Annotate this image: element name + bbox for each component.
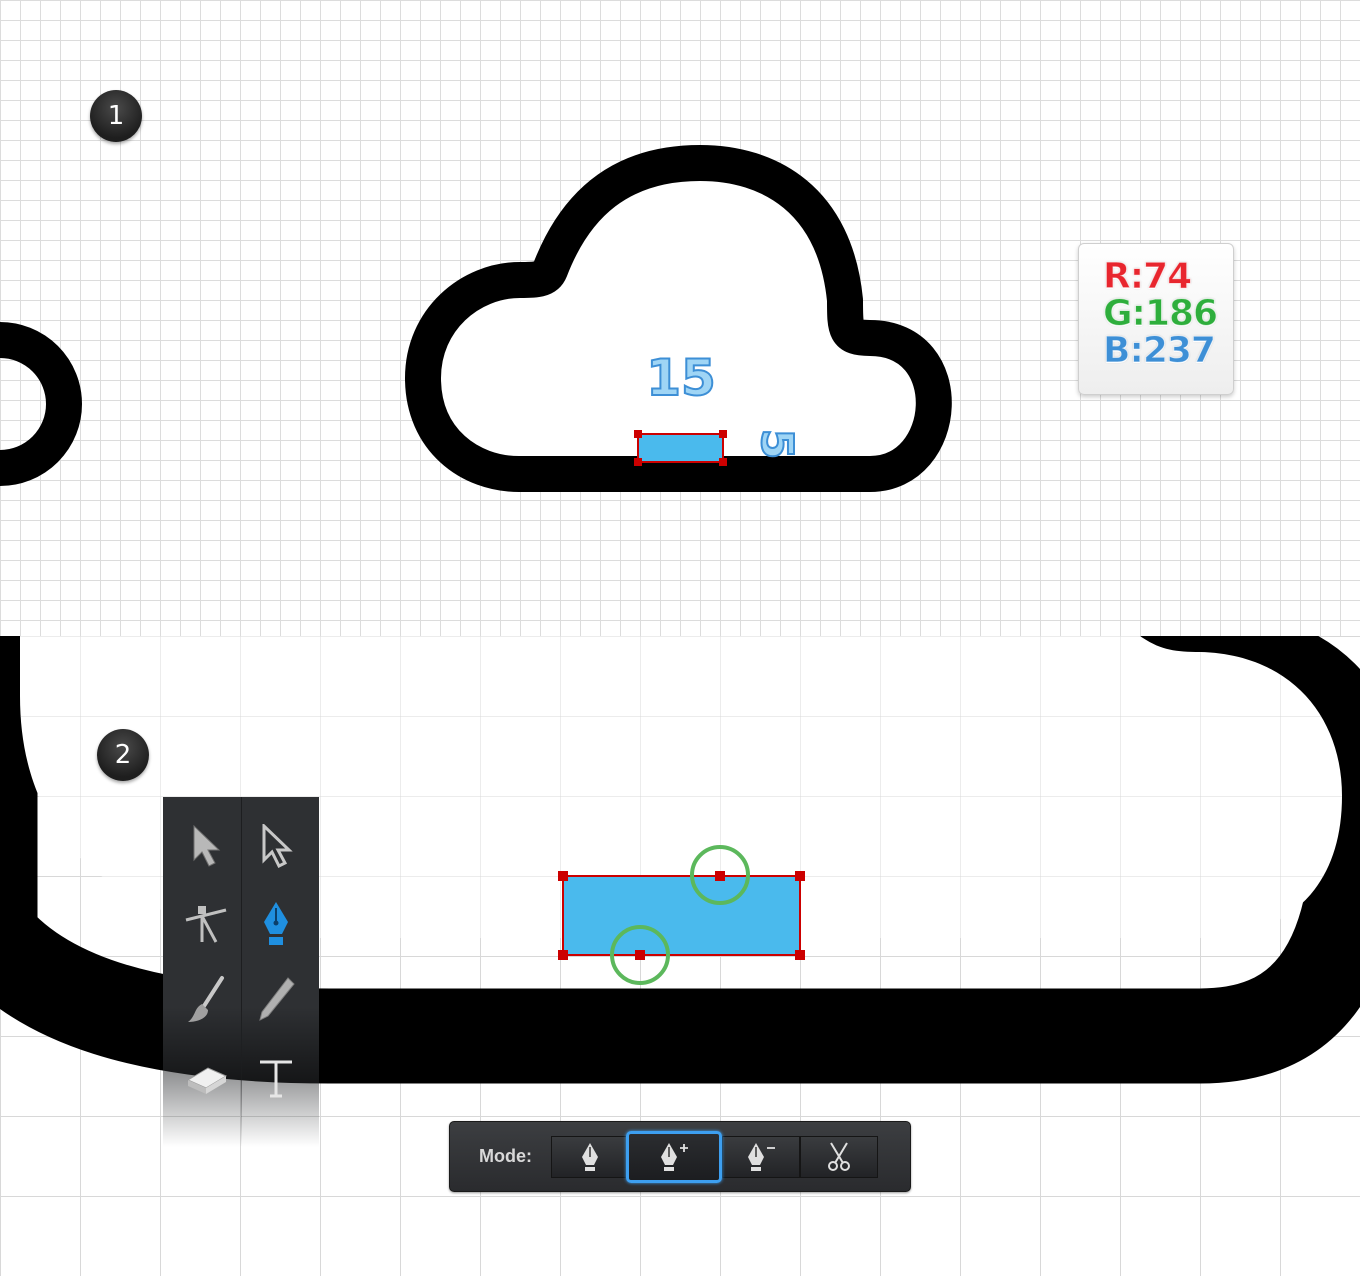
partial-shape — [0, 322, 82, 486]
anchor-points — [634, 430, 727, 466]
color-value-card: R:74 G:186 B:237 — [1078, 243, 1234, 395]
step-badge: 1 — [90, 90, 142, 142]
node-tool[interactable] — [241, 811, 311, 881]
pen-tool[interactable] — [241, 889, 311, 959]
artboard-step-1: 15 5 — [0, 145, 952, 492]
pen-minus-icon — [748, 1143, 775, 1171]
cut-mode-button[interactable] — [800, 1136, 878, 1178]
brush-tool[interactable] — [171, 965, 241, 1035]
green-value: G:186 — [1103, 293, 1219, 334]
artboard-step-2 — [0, 636, 1360, 1084]
anchor-points-zoomed — [558, 871, 805, 960]
highlight-circle-bottom — [610, 925, 670, 985]
vector-knife-icon — [185, 906, 227, 943]
cloud-shape — [405, 145, 952, 492]
pencil-icon — [259, 977, 295, 1021]
blue-value: B:237 — [1103, 330, 1217, 371]
step-badge: 2 — [97, 729, 149, 781]
pencil-tool[interactable] — [241, 965, 311, 1035]
pen-plus-icon — [661, 1143, 688, 1171]
eraser-icon — [186, 1067, 228, 1094]
blue-rectangle-zoomed — [562, 875, 801, 956]
pen-nib-icon — [264, 902, 288, 945]
text-tool[interactable] — [241, 1043, 311, 1113]
highlight-circle-top — [690, 845, 750, 905]
arrow-icon — [193, 824, 221, 867]
eraser-tool[interactable] — [171, 1043, 241, 1113]
delete-anchor-mode-button[interactable] — [722, 1136, 800, 1178]
blue-rectangle — [637, 433, 724, 463]
canvas-step-1: 1 15 5 R:74 G:186 B:237 — [0, 0, 1360, 636]
scissors-icon — [828, 1142, 850, 1171]
knife-tool[interactable] — [171, 889, 241, 959]
red-value: R:74 — [1103, 256, 1193, 297]
add-anchor-mode-button[interactable] — [626, 1131, 722, 1183]
height-label: 5 — [751, 429, 802, 460]
selection-tool[interactable] — [171, 811, 241, 881]
brush-icon — [188, 976, 224, 1022]
pen-mode-button[interactable] — [551, 1136, 629, 1178]
pen-icon — [582, 1143, 598, 1171]
hollow-arrow-icon — [262, 824, 293, 868]
tools-panel — [163, 797, 319, 1147]
text-icon — [260, 1060, 292, 1098]
width-label: 15 — [646, 349, 716, 407]
pen-mode-toolbar: Mode: — [449, 1121, 911, 1192]
mode-label: Mode: — [479, 1146, 532, 1166]
